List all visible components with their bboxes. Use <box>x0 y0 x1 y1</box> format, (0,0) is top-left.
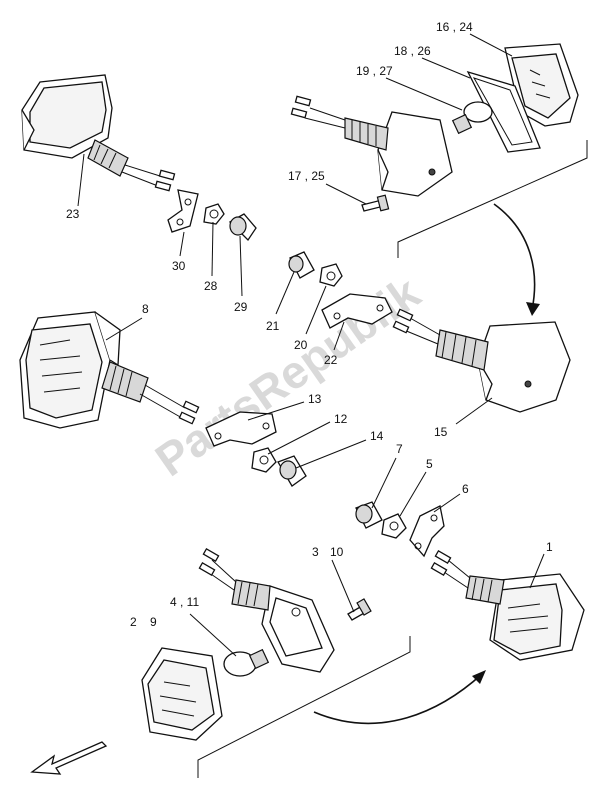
flasher-assembly-middle-right <box>392 308 571 413</box>
callout-14: 14 <box>370 429 384 443</box>
nut-5 <box>381 513 407 539</box>
nut-12 <box>251 447 277 473</box>
callout-4-11: 4 , 11 <box>170 595 199 609</box>
nut-28 <box>203 203 225 225</box>
flasher-assembly-top-left <box>21 74 176 192</box>
nut-20 <box>319 263 343 287</box>
callout-9: 9 <box>150 615 157 629</box>
callout-15: 15 <box>434 425 448 439</box>
front-direction-arrow <box>30 741 108 775</box>
callout-5: 5 <box>426 457 433 471</box>
callout-2: 2 <box>130 615 137 629</box>
callout-21: 21 <box>266 319 280 333</box>
callout-13: 13 <box>308 392 322 406</box>
bulb-top-right <box>451 101 493 135</box>
bracket-13 <box>205 411 277 447</box>
callout-1: 1 <box>546 540 553 554</box>
flasher-assembly-bottom-left <box>141 548 411 778</box>
callout-28: 28 <box>204 279 218 293</box>
grommet-14 <box>277 455 307 487</box>
callout-19-27: 19 , 27 <box>356 64 393 78</box>
callout-22: 22 <box>324 353 338 367</box>
callout-16-24: 16 , 24 <box>436 20 473 34</box>
callout-29: 29 <box>234 300 248 314</box>
callout-7: 7 <box>396 442 403 456</box>
callout-17-25: 17 , 25 <box>288 169 325 183</box>
flasher-assembly-bottom-right <box>430 550 585 661</box>
assembly-arrows <box>313 203 540 725</box>
callout-12: 12 <box>334 412 348 426</box>
callout-3: 3 <box>312 545 319 559</box>
callout-labels: 16 , 24 18 , 26 19 , 27 17 , 25 23 30 28… <box>66 20 553 629</box>
gasket-top-right <box>466 70 541 153</box>
callout-23: 23 <box>66 207 80 221</box>
group-outline-top <box>397 140 588 258</box>
watermark: PartsRepublik <box>146 266 430 486</box>
grommet-29 <box>228 213 257 242</box>
callout-20: 20 <box>294 338 308 352</box>
bracket-30 <box>167 189 199 233</box>
grommet-7 <box>355 501 383 529</box>
flasher-assembly-top-right <box>290 43 588 258</box>
callout-8: 8 <box>142 302 149 316</box>
grommet-21 <box>288 251 315 279</box>
callout-30: 30 <box>172 259 186 273</box>
callout-18-26: 18 , 26 <box>394 44 431 58</box>
bracket-22 <box>321 293 393 329</box>
callout-10: 10 <box>330 545 344 559</box>
screw-top-right <box>361 194 390 212</box>
flasher-assembly-middle-left <box>19 311 200 429</box>
group-outline-bottom <box>197 636 411 778</box>
leader-lines <box>77 33 545 657</box>
bracket-6 <box>409 505 445 558</box>
housing-top-right <box>290 95 453 197</box>
callout-6: 6 <box>462 482 469 496</box>
